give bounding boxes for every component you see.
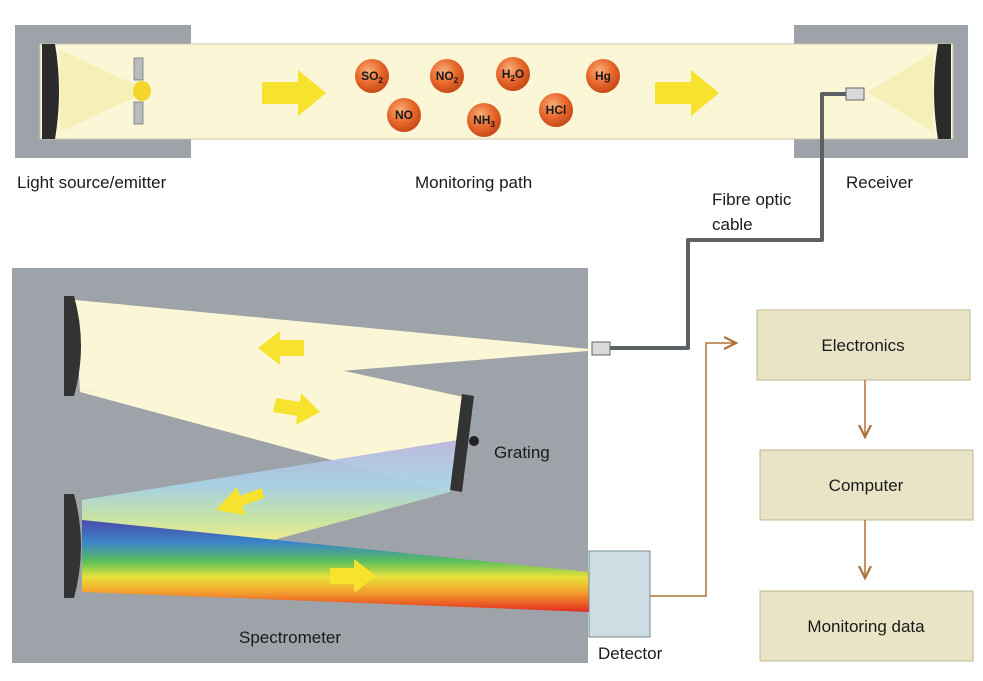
fibre-connector-spectrometer — [591, 341, 611, 356]
emitter-mirror — [42, 44, 59, 139]
electronics-box — [756, 309, 971, 381]
beam-arrow-4 — [330, 559, 376, 593]
molecule-label: SO2 — [361, 69, 383, 85]
grating-pivot — [469, 436, 479, 446]
molecule-bubble — [467, 103, 501, 137]
focusing-mirror — [64, 494, 81, 598]
light-source-label: Light source/emitter — [17, 173, 167, 192]
grating-label: Grating — [494, 443, 550, 462]
molecule-label: NH3 — [473, 113, 495, 129]
detector-label: Detector — [598, 644, 663, 663]
computer-label: Computer — [829, 476, 904, 495]
molecule-bubble — [430, 59, 464, 93]
receiver-beam-cone — [868, 52, 933, 132]
electronics-label: Electronics — [821, 336, 904, 355]
monitoring-path-label: Monitoring path — [415, 173, 532, 192]
beam-arrow-3 — [216, 487, 264, 515]
lamp-holder-top — [133, 57, 144, 81]
molecule-label: NO — [395, 108, 413, 122]
emitter-beam-cone — [60, 50, 140, 132]
grating-element — [450, 394, 474, 492]
path-arrow-right — [655, 70, 719, 116]
molecule-bubble — [539, 93, 573, 127]
molecule-label: NO2 — [436, 69, 459, 85]
molecule-label: HCl — [546, 103, 567, 117]
molecule-label: Hg — [595, 69, 611, 83]
lamp-icon — [133, 81, 151, 101]
collimating-mirror — [64, 296, 81, 396]
dispersed-spectrum — [82, 520, 590, 612]
molecule-label: H2O — [502, 67, 524, 83]
fibre-optic-cable — [606, 92, 852, 350]
fibre-label-line1: Fibre optic — [712, 190, 792, 209]
monitoring-data-box — [759, 590, 974, 662]
beam-arrow-1 — [258, 331, 304, 365]
path-arrow-left — [262, 70, 326, 116]
receiver-label: Receiver — [846, 173, 913, 192]
molecule-bubble — [355, 59, 389, 93]
molecule-bubble — [496, 57, 530, 91]
detector-box — [588, 550, 651, 638]
spectrometer-label: Spectrometer — [239, 628, 341, 647]
monitoring-data-label: Monitoring data — [807, 617, 925, 636]
lamp-holder-bottom — [133, 101, 144, 125]
spectrometer-input-beam — [75, 300, 600, 392]
beam-arrow-2 — [273, 393, 320, 425]
detector-signal-line — [650, 343, 736, 597]
fibre-label-line2: cable — [712, 215, 753, 234]
molecule-bubble — [586, 59, 620, 93]
computer-box — [759, 449, 974, 521]
fibre-connector-receiver — [845, 87, 865, 101]
receiver-mirror — [934, 44, 951, 139]
molecule-bubble — [387, 98, 421, 132]
